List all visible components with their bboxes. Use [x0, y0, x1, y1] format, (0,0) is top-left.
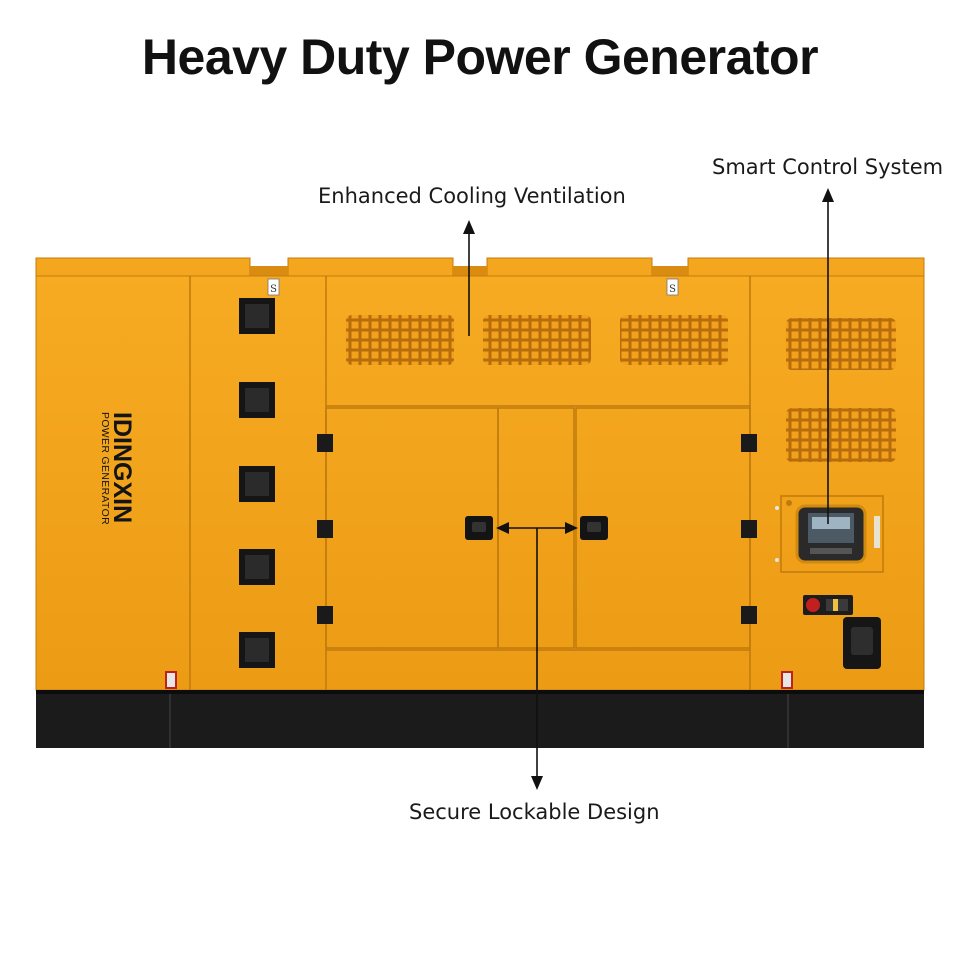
warning-symbol: S: [669, 284, 676, 295]
vent-grille: [786, 408, 896, 462]
vent-grille: [483, 315, 591, 365]
warning-tag: [165, 671, 177, 689]
callout-cooling: Enhanced Cooling Ventilation: [318, 184, 626, 208]
brand-name: IDINGXIN: [108, 412, 136, 523]
fuel-cap: [843, 617, 881, 669]
vent-grille: [620, 315, 728, 365]
callout-arrows: [463, 188, 834, 790]
side-vent-column: [239, 298, 275, 668]
vent-grille: [786, 318, 896, 370]
callout-secure: Secure Lockable Design: [409, 800, 660, 824]
emergency-stop: [803, 595, 853, 615]
warning-labels: [267, 278, 679, 296]
page-title: Heavy Duty Power Generator: [141, 29, 819, 85]
roof-panels: [35, 257, 925, 277]
control-panel: [775, 495, 884, 573]
brand-tagline: POWER GENERATOR: [99, 412, 110, 525]
callout-control: Smart Control System: [712, 155, 944, 179]
door-handles: [465, 516, 608, 540]
brand-logo: IDINGXIN POWER GENERATOR: [99, 412, 136, 525]
door-hinges: [317, 434, 757, 624]
warning-symbol: S: [270, 284, 277, 295]
enclosure-body: [35, 275, 925, 691]
warning-tag: [781, 671, 793, 689]
base-skid: [36, 690, 924, 748]
ventilation-grilles: [346, 315, 896, 462]
vent-grille: [346, 315, 454, 365]
